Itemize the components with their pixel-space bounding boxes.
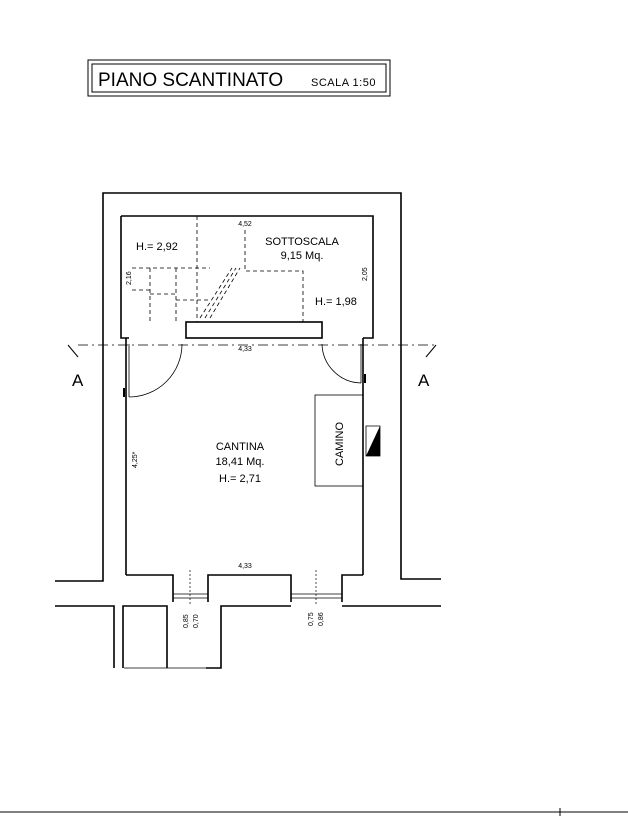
stair-line [209, 267, 241, 319]
bottom-wall-left [126, 574, 174, 602]
walls [55, 192, 441, 669]
door-left-swing [128, 343, 183, 398]
lower-wall-light-well [122, 605, 168, 668]
dimension-window-left-a: 0,85 [183, 614, 190, 628]
title-block: PIANO SCANTINATO SCALA 1:50 [87, 59, 391, 97]
dimension-bottom-width: 4,33 [238, 563, 252, 570]
doors [123, 343, 366, 398]
cantina-name: CANTINA [216, 441, 265, 453]
section-marker-left: A [72, 371, 84, 390]
lower-wall-left [55, 605, 115, 668]
dimension-top-width: 4,52 [238, 221, 252, 228]
outer-wall-outline [55, 192, 441, 582]
dimension-left-small: 2,16 [126, 271, 133, 285]
stair-outline [244, 230, 304, 322]
fireplace-flue-fill [366, 426, 380, 456]
bottom-wall-right [341, 574, 363, 602]
central-beam [185, 321, 323, 339]
dimension-window-left-b: 0,70 [193, 614, 200, 628]
cantina-height: H.= 2,71 [219, 473, 261, 485]
door-right-swing [321, 343, 362, 384]
section-marker-right: A [418, 371, 430, 390]
cantina-area: 18,41 Mq. [216, 456, 265, 468]
lower-wall-center [206, 605, 291, 669]
dimension-window-right-a: 0,75 [308, 612, 315, 626]
fireplace-box [314, 394, 364, 487]
dimension-right-small: 2,05 [362, 267, 369, 281]
title-block-outer-frame [87, 59, 391, 97]
fireplace: CAMINO [314, 394, 381, 487]
sottoscala-height-right: H.= 1,98 [315, 296, 357, 308]
title-block-inner-frame [91, 63, 387, 93]
stair-line [204, 267, 237, 319]
windows [124, 570, 342, 669]
sottoscala-wall-top [121, 215, 374, 339]
plan-title: PIANO SCANTINATO [98, 70, 283, 91]
plan-scale: SCALA 1:50 [311, 77, 376, 89]
section-arrow-left [67, 344, 79, 358]
section-arrow-right [425, 344, 437, 358]
staircase [132, 216, 304, 322]
sottoscala-area: 9,15 Mq. [281, 250, 324, 262]
bottom-wall-middle [207, 574, 292, 602]
dimension-left-height: 4,25* [132, 451, 139, 468]
section-line [67, 344, 437, 358]
dimension-window-right-b: 0,86 [318, 612, 325, 626]
dimension-mid-width: 4,33 [238, 346, 252, 353]
sottoscala-height-left: H.= 2,92 [136, 241, 178, 253]
sottoscala-name: SOTTOSCALA [265, 236, 339, 248]
stair-line [199, 267, 233, 319]
fireplace-label: CAMINO [334, 422, 346, 466]
